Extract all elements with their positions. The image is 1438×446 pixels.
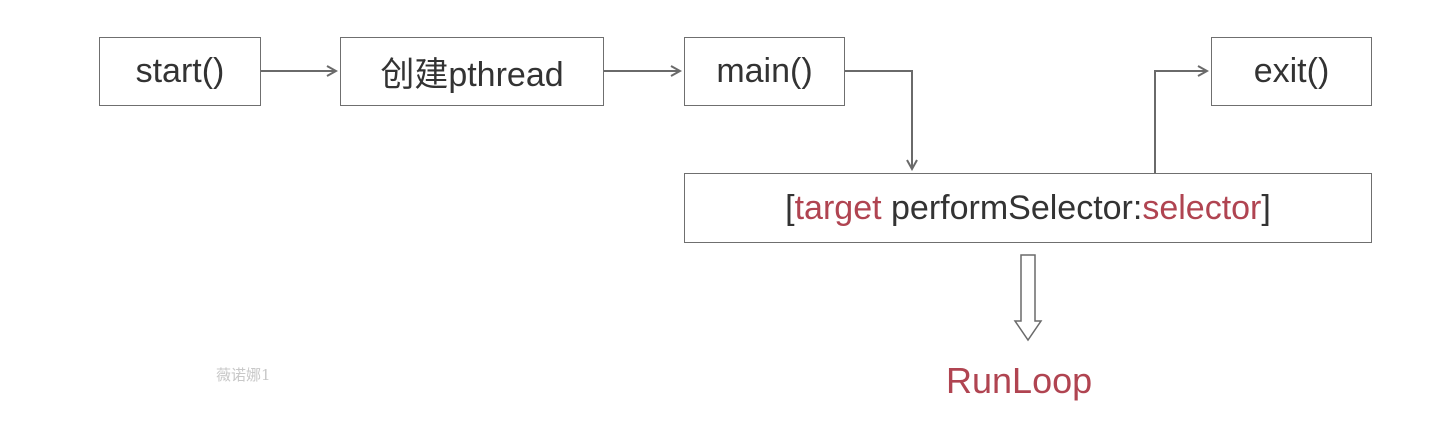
start-node: start() <box>99 37 261 106</box>
perform-target: target <box>794 188 882 227</box>
arrow-main-to-perform <box>845 70 912 169</box>
perform-selector-node: [target performSelector:selector] <box>684 173 1372 243</box>
main-node: main() <box>684 37 845 106</box>
perform-open-bracket: [ <box>785 188 795 227</box>
arrow-perform-to-exit <box>1154 71 1207 173</box>
watermark-text: 薇诺娜1 <box>216 366 271 384</box>
create-pthread-node: 创建pthread <box>340 37 604 106</box>
start-label: start() <box>135 52 225 90</box>
exit-node: exit() <box>1211 37 1372 106</box>
exit-label: exit() <box>1253 52 1330 90</box>
perform-close-bracket: ] <box>1261 188 1271 227</box>
main-label: main() <box>716 52 813 90</box>
perform-selector-arg: selector <box>1142 188 1262 227</box>
create-pthread-label: 创建pthread <box>380 56 564 94</box>
hollow-down-arrow <box>1013 254 1043 342</box>
perform-method: performSelector: <box>881 188 1143 227</box>
runloop-label: RunLoop <box>946 360 1093 401</box>
